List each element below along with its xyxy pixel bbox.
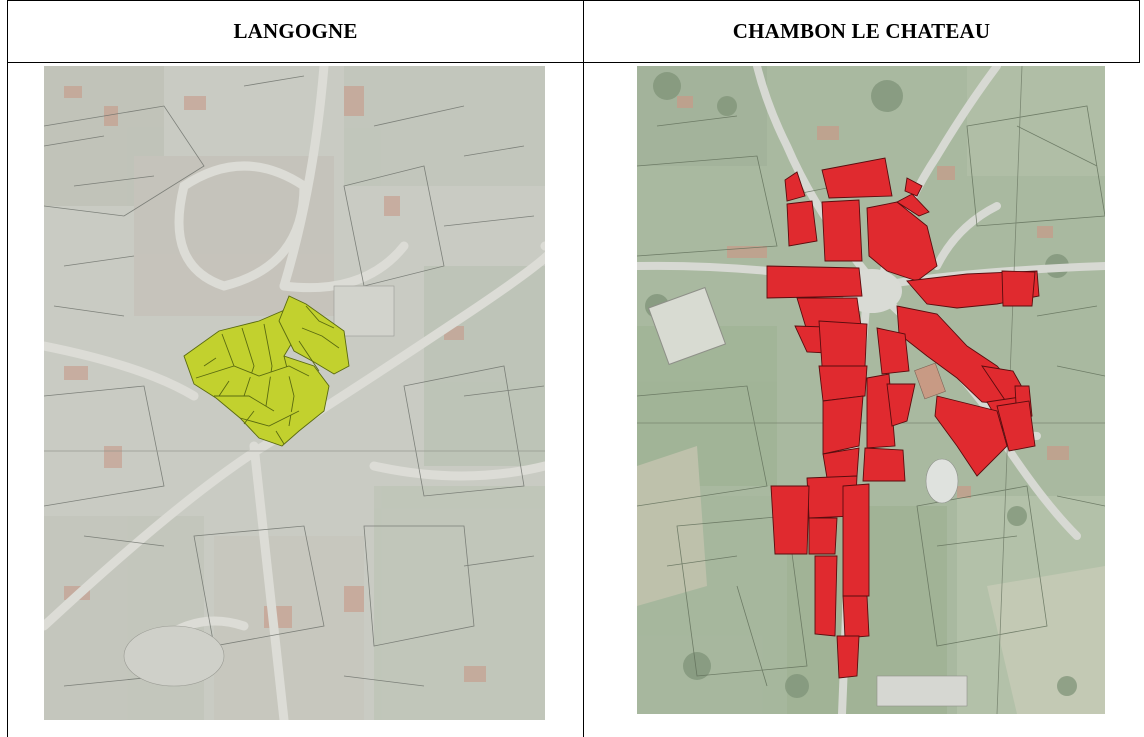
table-left-border	[7, 0, 8, 737]
highlighted-parcels-langogne	[183, 295, 350, 447]
table-column-divider	[583, 0, 584, 737]
map-chambon-le-chateau	[637, 66, 1105, 714]
table-header-divider	[7, 62, 1140, 63]
header-langogne: LANGOGNE	[233, 18, 358, 43]
map-langogne	[44, 66, 545, 720]
header-chambon-le-chateau: CHAMBON LE CHATEAU	[732, 18, 991, 43]
table-right-border	[1139, 0, 1140, 62]
highlighted-parcels-chambon	[766, 157, 1040, 679]
table-top-border	[7, 0, 1140, 1]
